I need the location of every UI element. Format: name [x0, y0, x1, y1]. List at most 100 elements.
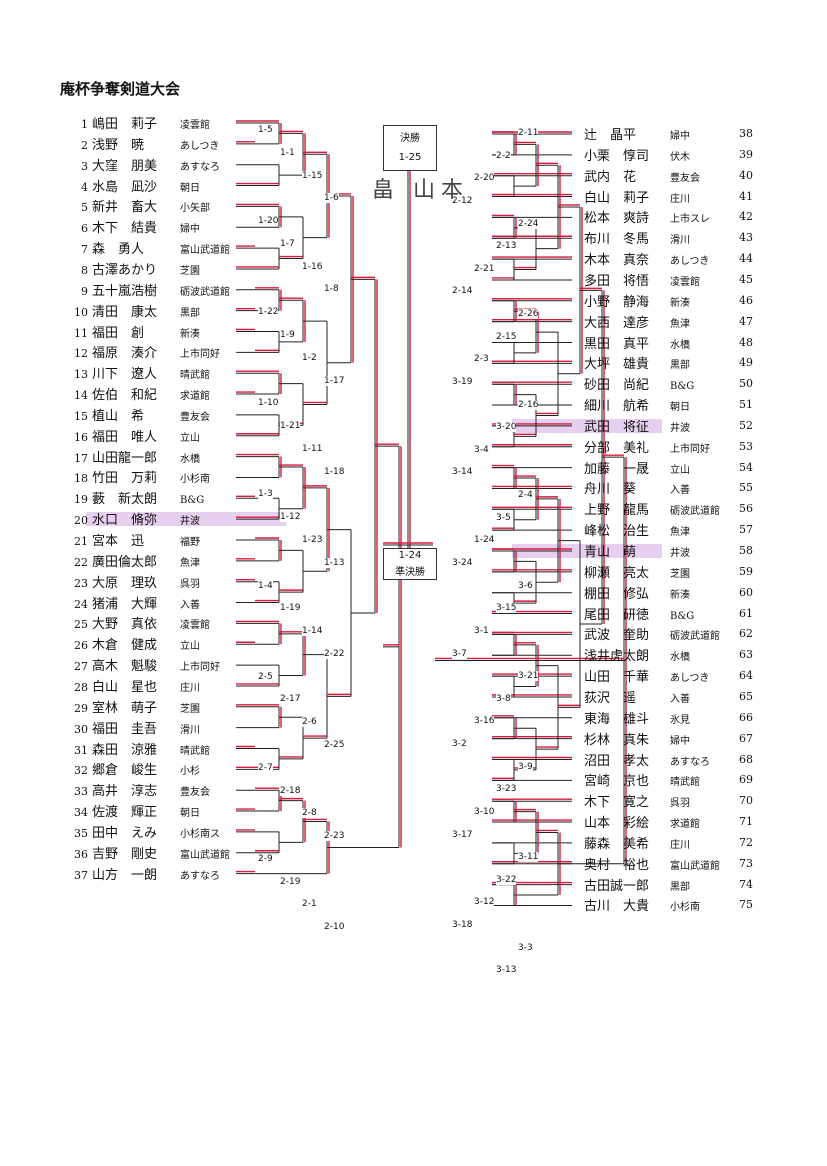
match-number-label: 3-14	[452, 467, 473, 478]
match-number-label: 3-21	[518, 671, 539, 682]
player-number: 16	[74, 430, 88, 444]
player-name: 古田誠一郎	[584, 878, 650, 894]
player-club: 小矢部	[180, 203, 210, 215]
match-number-label: 1-9	[280, 330, 295, 340]
match-number-label: 3-15	[496, 603, 517, 614]
match-number-label: 2-18	[280, 785, 301, 796]
player-club: 滑川	[180, 724, 200, 736]
player-club: 庄川	[180, 682, 200, 694]
player-club: 上市スレ	[670, 214, 710, 226]
player-name: 沼田 孝太	[584, 753, 650, 769]
match-number-label: 1-7	[280, 238, 295, 249]
player-name: 武田 将征	[584, 419, 650, 435]
player-name: 廣田倫太郎	[92, 554, 158, 570]
player-club: 芝園	[670, 568, 690, 580]
player-club: 新湊	[670, 589, 690, 601]
player-club: 凌雲館	[670, 276, 700, 288]
match-number-label: 2-19	[280, 876, 301, 887]
player-name: 棚田 修弘	[584, 586, 650, 602]
player-name: 高井 淳志	[92, 784, 158, 800]
player-number: 28	[74, 680, 88, 694]
player-club: 氷見	[670, 714, 690, 726]
player-club: 井波	[670, 422, 690, 434]
player-club: 水橋	[670, 652, 690, 664]
player-number: 32	[74, 764, 88, 778]
player-name: 森田 涼雅	[92, 742, 158, 758]
player-name: 大西 達彦	[584, 315, 650, 331]
player-club: 呉羽	[670, 798, 690, 810]
player-name: 猪浦 大輝	[92, 596, 158, 612]
match-number-label: 2-25	[324, 740, 345, 750]
player-club: 新湊	[670, 297, 690, 309]
match-number-label: 3-6	[518, 580, 533, 591]
player-number: 29	[74, 701, 88, 715]
player-club: 入善	[180, 599, 200, 611]
match-number-label: 3-13	[496, 965, 517, 976]
player-name: 植山 希	[92, 408, 145, 424]
player-name: 白山 星也	[92, 679, 158, 695]
player-club: 富山武道館	[180, 849, 230, 861]
player-number: 30	[74, 722, 88, 736]
match-number-label: 1-18	[324, 466, 345, 477]
final-label: 決勝	[400, 133, 420, 144]
player-club: あしつき	[670, 256, 710, 268]
player-club: 芝園	[180, 265, 200, 277]
match-number-label: 3-7	[452, 648, 467, 659]
match-number-label: 3-10	[474, 806, 495, 817]
match-number-label: 1-15	[302, 170, 323, 181]
player-name: 小野 静海	[584, 294, 650, 310]
player-name: 大野 真依	[92, 617, 158, 633]
player-club: 魚津	[670, 527, 690, 539]
player-club: 滑川	[670, 235, 690, 247]
match-number-label: 2-14	[452, 286, 473, 297]
player-number: 3	[81, 159, 88, 173]
final-match-number: 1-25	[398, 152, 422, 163]
match-number-label: 3-11	[518, 852, 539, 863]
player-club: 求道館	[670, 819, 700, 831]
match-number-label: 1-24	[474, 535, 495, 546]
player-number: 31	[74, 743, 88, 757]
player-club: 黒部	[670, 881, 690, 893]
match-number-label: 1-17	[324, 375, 345, 386]
player-name: 白山 莉子	[584, 190, 650, 206]
player-name: 布川 冬馬	[584, 232, 650, 248]
final-box: 決勝 1-25	[383, 125, 437, 171]
match-number-label: 3-18	[452, 920, 473, 931]
player-club: 庄川	[670, 839, 690, 851]
player-number: 19	[74, 493, 88, 507]
match-number-label: 3-4	[474, 444, 489, 455]
match-number-label: 1-11	[302, 443, 323, 454]
player-number: 12	[74, 347, 88, 361]
player-number: 7	[81, 243, 88, 257]
match-number-label: 1-23	[302, 535, 323, 545]
match-number-label: 2-26	[518, 309, 539, 320]
player-club: 上市同好	[180, 349, 220, 361]
match-number-label: 3-17	[452, 829, 473, 840]
match-number-label: 1-4	[258, 580, 273, 591]
player-name: 峰松 治生	[584, 524, 650, 540]
player-club: 井波	[670, 548, 690, 559]
player-name: 新井 畜大	[92, 200, 158, 216]
player-name: 嶋田 莉子	[92, 117, 158, 132]
match-number-label: 2-15	[496, 331, 517, 342]
